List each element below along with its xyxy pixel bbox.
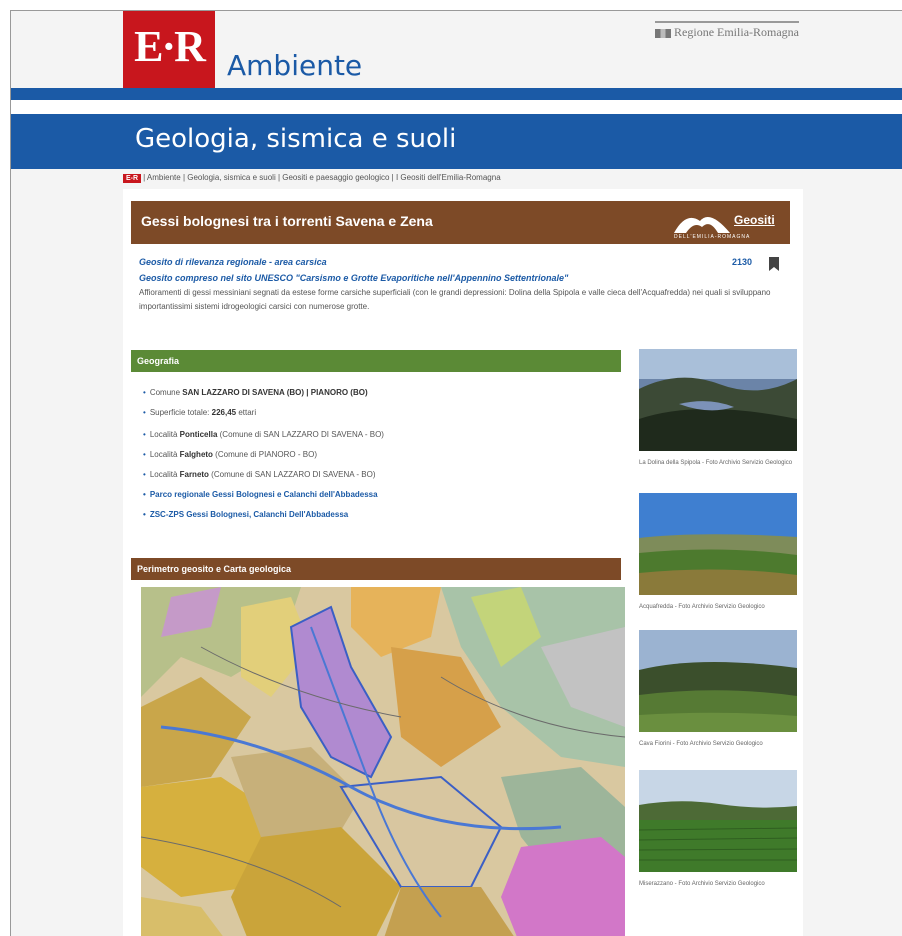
flag-icon [655, 28, 672, 38]
photo-miserazzano[interactable] [638, 770, 798, 872]
regione-logo[interactable]: Regione Emilia-Romagna [655, 21, 799, 40]
item-prefix: Superficie totale: [149, 408, 212, 417]
page-title-band: Geologia, sismica e suoli [11, 114, 902, 169]
geosito-panel: Gessi bolognesi tra i torrenti Savena e … [123, 189, 803, 936]
geological-map[interactable] [141, 587, 625, 936]
photo-card[interactable]: Miserazzano - Foto Archivio Servizio Geo… [638, 770, 798, 889]
photo-caption: La Dolina della Spipola - Foto Archivio … [639, 460, 793, 466]
photo-cava-fiorini[interactable] [639, 630, 797, 732]
photo-caption: Acquafredda - Foto Archivio Servizio Geo… [639, 604, 765, 610]
list-item: •Località Falgheto (Comune di PIANORO - … [143, 449, 613, 469]
breadcrumb-home[interactable]: E-R [123, 174, 142, 183]
bullet-icon: • [143, 510, 146, 519]
photo-card[interactable]: Acquafredda - Foto Archivio Servizio Geo… [639, 493, 797, 612]
breadcrumb-path[interactable]: | Ambiente | Geologia, sismica e suoli |… [143, 173, 501, 182]
item-suffix: (Comune di SAN LAZZARO DI SAVENA - BO) [217, 430, 384, 439]
bookmark-icon[interactable] [769, 257, 779, 271]
item-suffix: (Comune di SAN LAZZARO DI SAVENA - BO) [208, 470, 376, 479]
parco-link[interactable]: •Parco regionale Gessi Bolognesi e Calan… [143, 489, 613, 509]
header-band [11, 88, 902, 100]
bullet-icon: • [143, 450, 146, 459]
item-prefix: Località [149, 450, 180, 459]
geografia-heading: Geografia [131, 350, 621, 372]
page-title: Geologia, sismica e suoli [135, 124, 457, 154]
item-prefix: Comune [149, 388, 183, 397]
geosito-counter: 2130 [732, 257, 753, 267]
item-bold: 226,45 [211, 408, 237, 417]
link-label: ZSC-ZPS Gessi Bolognesi, Calanchi Dell'A… [149, 510, 349, 519]
ambiente-title[interactable]: Ambiente [227, 49, 363, 82]
browser-frame: E·R Ambiente Regione Emilia-Romagna Geol… [10, 10, 902, 936]
photo-card[interactable]: La Dolina della Spipola - Foto Archivio … [639, 349, 797, 468]
header-gap [11, 100, 902, 114]
site-header: E·R Ambiente Regione Emilia-Romagna [11, 11, 902, 91]
bullet-icon: • [143, 470, 146, 479]
item-prefix: Località [149, 470, 180, 479]
bullet-icon: • [143, 408, 146, 417]
item-prefix: Località [149, 430, 180, 439]
photo-caption: Cava Fiorini - Foto Archivio Servizio Ge… [639, 741, 763, 747]
bullet-icon: • [143, 388, 146, 397]
geosito-title-bar: Gessi bolognesi tra i torrenti Savena e … [131, 201, 790, 244]
list-item: •Località Ponticella (Comune di SAN LAZZ… [143, 429, 613, 449]
er-logo[interactable]: E·R [123, 11, 215, 91]
breadcrumb: E-R| Ambiente | Geologia, sismica e suol… [123, 173, 501, 183]
mountains-icon [674, 217, 730, 233]
geosito-title: Gessi bolognesi tra i torrenti Savena e … [141, 213, 433, 229]
geositi-word: Geositi [734, 213, 775, 227]
link-label: Parco regionale Gessi Bolognesi e Calanc… [149, 490, 378, 499]
unesco-label: Geosito compreso nel sito UNESCO "Carsis… [139, 273, 569, 283]
rilevanza-label: Geosito di rilevanza regionale - area ca… [139, 257, 327, 267]
geosito-description: Affioramenti di gessi messiniani segnati… [139, 288, 771, 311]
photo-dolina[interactable] [639, 349, 797, 451]
list-item: •Comune SAN LAZZARO DI SAVENA (BO) | PIA… [143, 387, 613, 407]
item-bold: Ponticella [179, 430, 218, 439]
geositi-logo[interactable]: Geositi DELL'EMILIA-ROMAGNA [672, 205, 784, 241]
item-bold: Farneto [179, 470, 209, 479]
photo-acquafredda[interactable] [639, 493, 797, 595]
item-bold: Falgheto [179, 450, 213, 459]
item-suffix: (Comune di PIANORO - BO) [212, 450, 317, 459]
perimetro-heading: Perimetro geosito e Carta geologica [131, 558, 621, 580]
photo-caption: Miserazzano - Foto Archivio Servizio Geo… [639, 881, 765, 887]
bullet-icon: • [143, 490, 146, 499]
geositi-sub: DELL'EMILIA-ROMAGNA [674, 234, 751, 240]
item-suffix: ettari [236, 408, 257, 417]
list-item: •Superficie totale: 226,45 ettari [143, 407, 613, 429]
geografia-list: •Comune SAN LAZZARO DI SAVENA (BO) | PIA… [143, 387, 613, 529]
item-bold: SAN LAZZARO DI SAVENA (BO) | PIANORO (BO… [182, 388, 368, 397]
photo-card[interactable]: Cava Fiorini - Foto Archivio Servizio Ge… [639, 630, 797, 749]
list-item: •Località Farneto (Comune di SAN LAZZARO… [143, 469, 613, 489]
regione-label: Regione Emilia-Romagna [674, 25, 799, 39]
bullet-icon: • [143, 430, 146, 439]
zsc-link[interactable]: •ZSC-ZPS Gessi Bolognesi, Calanchi Dell'… [143, 509, 613, 529]
